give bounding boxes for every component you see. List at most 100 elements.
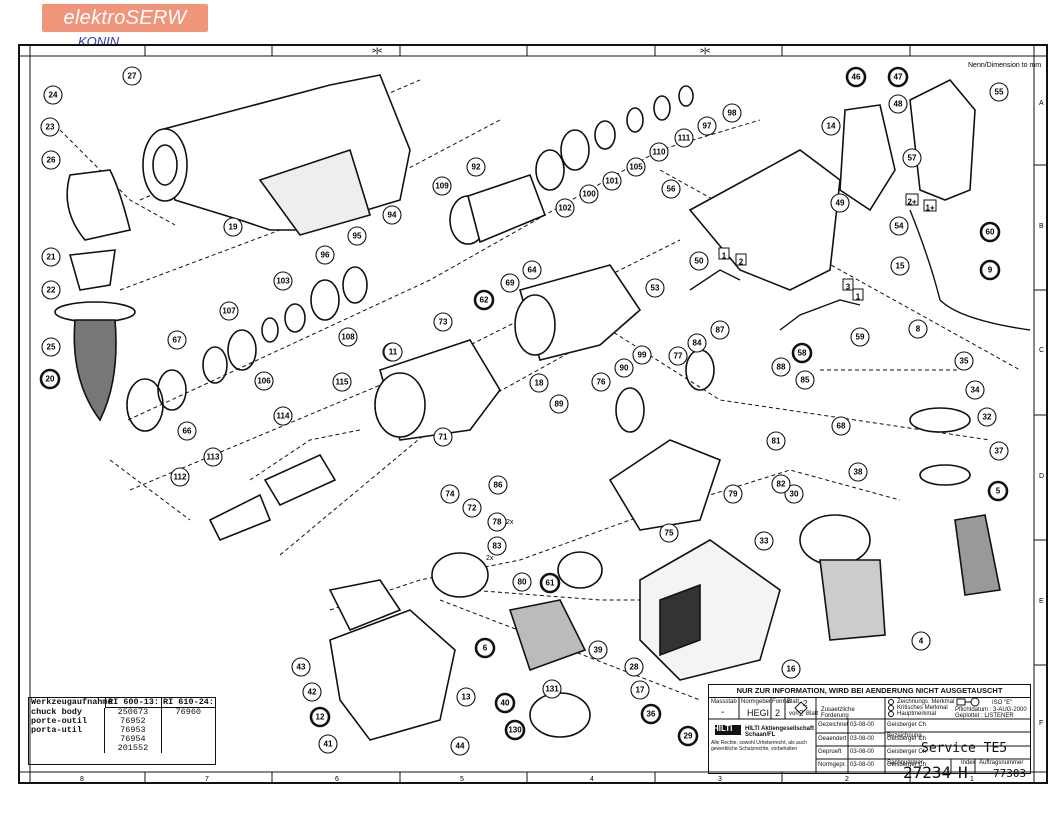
part-callout-circle — [473, 289, 495, 311]
grid-number: 3 — [718, 776, 722, 783]
part-number: 103 — [276, 277, 290, 286]
part-callout-circle — [987, 480, 1009, 502]
part-number: 73 — [439, 318, 448, 327]
part-number: 71 — [439, 433, 448, 442]
part-number: 5 — [996, 487, 1001, 496]
grid-number: 8 — [80, 776, 84, 783]
part-callout-circle — [433, 427, 453, 447]
part-callout-circle — [677, 725, 699, 747]
part-number: 28 — [630, 663, 639, 672]
part-callout-circle — [831, 416, 851, 436]
part-number: 75 — [665, 529, 674, 538]
drill-body-outline — [142, 74, 411, 236]
part-callout-circle — [170, 467, 190, 487]
part-callout-circle — [347, 226, 367, 246]
corner-note: Nenn/Dimension to mm — [968, 62, 1041, 69]
wire-harness — [689, 209, 1031, 331]
part-callout-circle — [888, 94, 908, 114]
part-callout-circle — [645, 278, 665, 298]
part-number: 39 — [594, 646, 603, 655]
part-callout-circle — [710, 320, 730, 340]
blatt-suffix: Blatt — [806, 711, 819, 717]
part-callout-circle — [549, 394, 569, 414]
part-callout-circle — [332, 372, 352, 392]
part-callout-circle — [614, 358, 634, 378]
part-number: 56 — [667, 185, 676, 194]
auftrag-label: Auftragsnummer — [979, 760, 1024, 766]
grid-number: 2 — [845, 776, 849, 783]
normgeber-label: Normgeber — [741, 699, 772, 705]
part-number: 131 — [545, 685, 559, 694]
index-label: Index — [961, 760, 976, 766]
part-number: 29 — [684, 732, 693, 741]
part-number: 109 — [435, 182, 449, 191]
part-number: 53 — [651, 284, 660, 293]
part-number: 60 — [986, 228, 995, 237]
part-callout-circle — [890, 256, 910, 276]
part-number: 112 — [174, 473, 187, 482]
part-number: 16 — [787, 665, 796, 674]
part-number: 110 — [653, 148, 666, 157]
part-number: 34 — [971, 386, 980, 395]
drawing-frame — [18, 44, 1048, 784]
row-date: 03-08-00 — [850, 749, 875, 755]
part-number: 80 — [518, 578, 527, 587]
table-label-fr: porte-outil — [31, 716, 88, 726]
blatt-value: 2 — [803, 699, 808, 708]
part-number: 14 — [827, 122, 836, 131]
col1-header: RI 600-13: — [105, 698, 161, 708]
table-cell: 76960 — [160, 708, 215, 717]
part-number: 25 — [47, 343, 56, 352]
part-number: 84 — [693, 339, 702, 348]
part-callout-circle — [626, 157, 646, 177]
part-number: 17 — [636, 686, 645, 695]
grid-letter: A — [1039, 100, 1044, 107]
part-number: 15 — [896, 262, 905, 271]
part-callout-circle — [771, 357, 791, 377]
part-number: 58 — [798, 349, 807, 358]
part-number: 55 — [995, 88, 1004, 97]
part-number: 43 — [297, 663, 306, 672]
row-label: Gezeichnet — [818, 722, 849, 728]
part-number: 46 — [852, 73, 861, 82]
table-cell: 250673 — [104, 708, 160, 717]
part-number: 67 — [173, 336, 182, 345]
part-number: 9 — [988, 266, 993, 275]
part-callout-circle — [830, 193, 850, 213]
part-callout-circle — [902, 148, 922, 168]
part-callout-circle — [512, 572, 532, 592]
table-cell: 76952 — [104, 717, 160, 726]
part-number: 86 — [494, 481, 503, 490]
part-callout-circle — [989, 82, 1009, 102]
part-number: 74 — [446, 490, 455, 499]
part-callout-circle — [487, 512, 507, 532]
gearbox-housing — [374, 339, 501, 441]
part-callout-circle — [383, 342, 403, 362]
row-label: Geaendert — [818, 736, 847, 742]
part-callout-circle — [504, 719, 526, 741]
part-callout-circle — [450, 736, 470, 756]
part-callout-circle — [338, 327, 358, 347]
part-callout-circle — [668, 346, 688, 366]
part-number: 99 — [638, 351, 647, 360]
massstab-value: - — [721, 707, 725, 718]
part-callout-circle — [539, 572, 561, 594]
part-number: 8 — [916, 325, 921, 334]
table-cell: 201552 — [104, 744, 160, 753]
part-number: 89 — [555, 400, 564, 409]
part-callout-circle — [219, 301, 239, 321]
gear-housing-lower — [608, 439, 781, 681]
part-number: 83 — [493, 542, 502, 551]
motor-housing — [514, 264, 642, 361]
row-name: Geisberger Ch — [887, 749, 927, 755]
sachnummer-value: 27234 — [903, 763, 952, 782]
part-number: 6 — [483, 644, 488, 653]
part-number: 41 — [324, 740, 333, 749]
part-number: 87 — [716, 326, 725, 335]
table-cell: 76953 — [104, 726, 160, 735]
part-callout-circle — [167, 330, 187, 350]
part-callout-circle — [43, 85, 63, 105]
chuck-shaft — [208, 173, 547, 542]
part-number: 12 — [316, 713, 325, 722]
